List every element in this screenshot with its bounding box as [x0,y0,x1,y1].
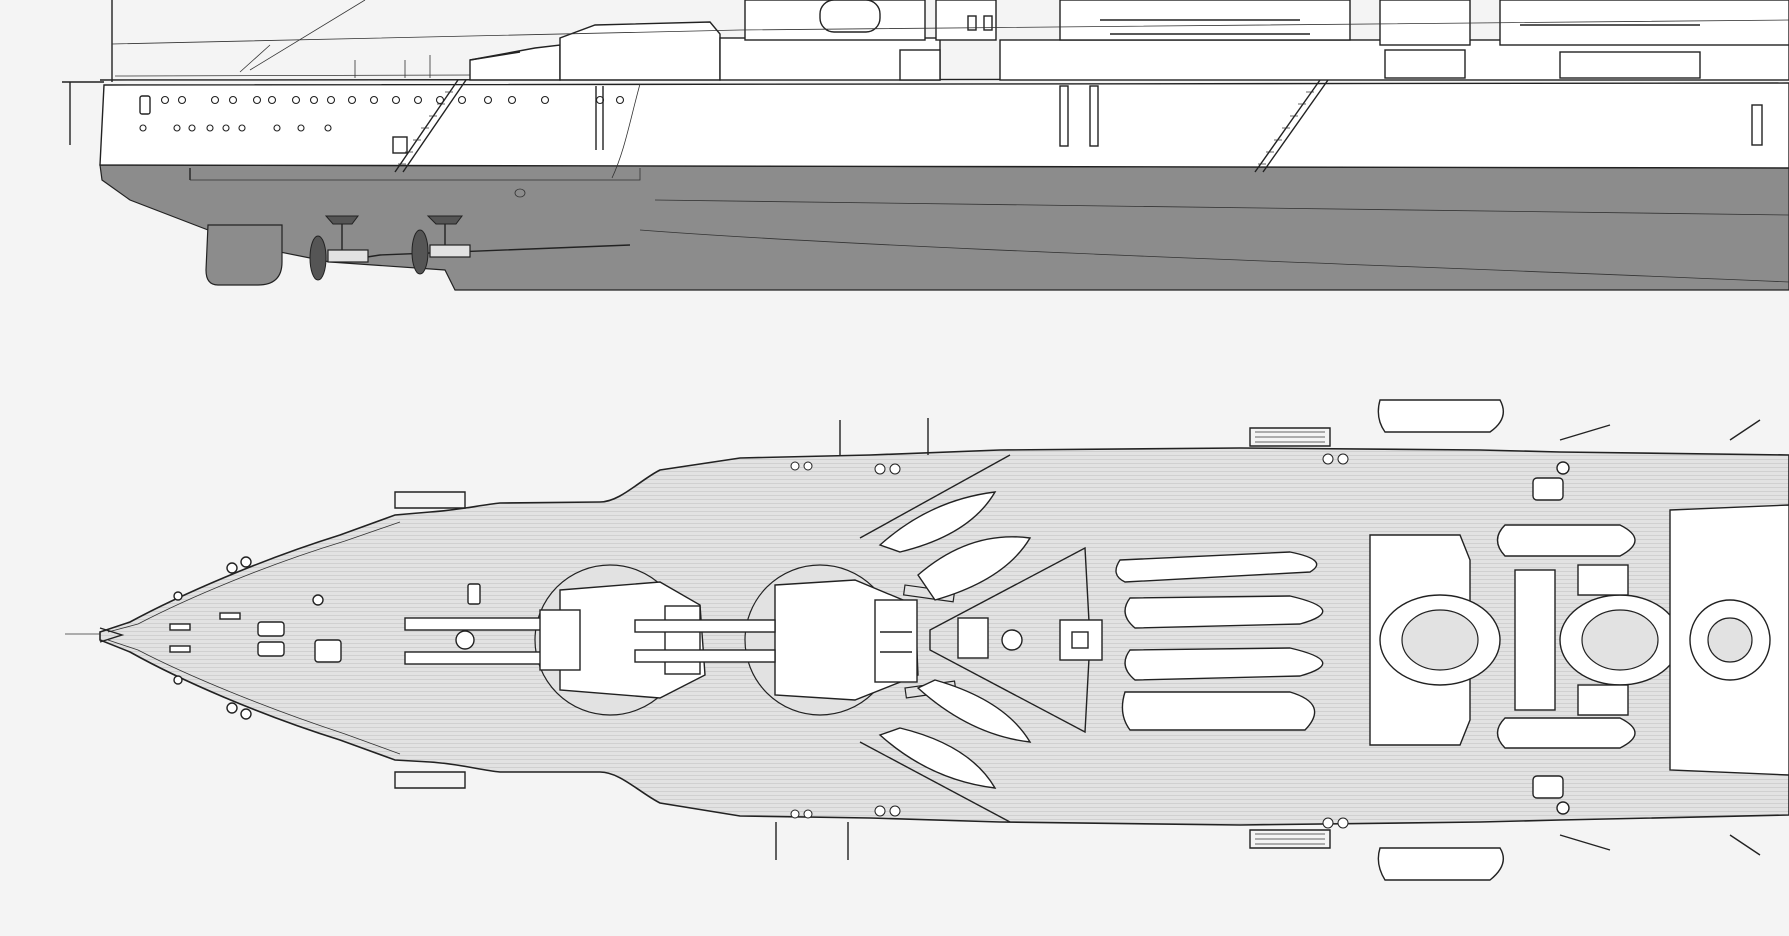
boat-booms [394,418,1761,860]
rudder [205,224,283,286]
midships-superstructure [1369,504,1789,776]
deck-plan-view [65,399,1789,881]
turret-b [634,564,957,716]
upper-hull [99,82,1789,169]
accommodation-ladder-fore [394,79,467,173]
forward-turret-profile [469,21,721,81]
bollards [790,453,1349,829]
conning-area [957,617,1103,661]
accommodation-ladder-aft [1254,79,1329,173]
deck-outline [99,447,1789,826]
bow-anchor [139,95,151,115]
secondary-guns [1532,461,1570,815]
propeller-shafts [309,215,631,281]
midships-deckhouse [999,0,1789,81]
side-profile-view [62,0,1789,291]
ships-boats [878,399,1636,881]
bow-fittings [169,556,481,720]
turret-a [404,564,706,716]
bridge-superstructure [719,0,997,81]
